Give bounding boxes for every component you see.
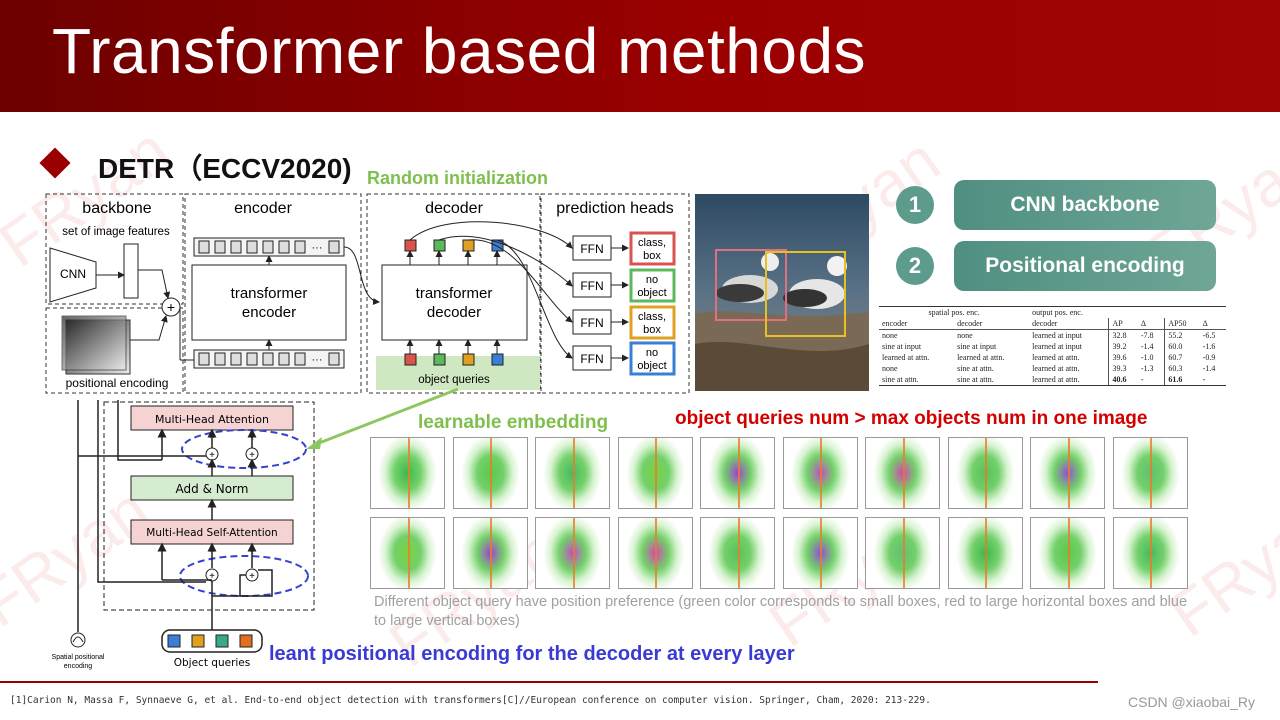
leant-pos-label: leant positional encoding for the decode… xyxy=(269,643,795,666)
output-label: object xyxy=(637,360,666,372)
credit: CSDN @xiaobai_Ry xyxy=(1128,694,1255,710)
prediction-heads-label: prediction heads xyxy=(556,200,673,217)
query-scatter-plot xyxy=(453,437,528,509)
query-scatter-plot xyxy=(783,517,858,589)
svg-text:+: + xyxy=(209,450,215,461)
section-title: DETR（ECCV2020) xyxy=(98,147,352,187)
transformer-decoder-label: transformer xyxy=(416,285,493,302)
query-scatter-plot xyxy=(1030,437,1105,509)
query-scatter-plot xyxy=(948,517,1023,589)
query-scatter-plot xyxy=(618,517,693,589)
detr-architecture-diagram: backbone set of image features CNN + pos… xyxy=(44,190,694,395)
plots-caption: Different object query have position pre… xyxy=(374,593,1194,631)
table-header: Δ xyxy=(1138,318,1165,330)
table-header: AP50 xyxy=(1165,318,1200,330)
output-label: no xyxy=(646,347,658,359)
ablation-table: spatial pos. enc. output pos. enc. encod… xyxy=(879,307,1226,385)
query-scatter-plot xyxy=(700,437,775,509)
spatial-pos-label: Spatial positional xyxy=(52,654,105,661)
table-header: output pos. enc. xyxy=(1029,307,1109,318)
bullet-diamond-icon xyxy=(39,147,70,178)
output-label: no xyxy=(646,274,658,286)
random-init-label: Random initialization xyxy=(367,168,548,189)
decoder-label: decoder xyxy=(425,200,483,217)
query-scatter-plot xyxy=(865,517,940,589)
query-scatter-plot xyxy=(1113,517,1188,589)
backbone-label: backbone xyxy=(82,200,151,217)
step-number-badge: 2 xyxy=(896,247,934,285)
decoder-layer-diagram: Multi-Head Attention V K Q + + Add & Nor… xyxy=(40,400,320,675)
output-label: box xyxy=(643,324,661,336)
output-label: box xyxy=(643,250,661,262)
transformer-encoder-label: transformer xyxy=(231,285,308,302)
query-scatter-plot xyxy=(370,437,445,509)
query-scatter-plot xyxy=(948,437,1023,509)
add-norm-label: Add & Norm xyxy=(176,482,249,496)
encoder-label: encoder xyxy=(234,200,292,217)
mha-label: Multi-Head Attention xyxy=(155,413,269,426)
birds-detection-photo xyxy=(695,194,869,391)
transformer-encoder-label: encoder xyxy=(242,304,296,321)
query-scatter-plot xyxy=(1030,517,1105,589)
queries-note: object queries num > max objects num in … xyxy=(675,408,1147,430)
object-queries-caption: Object queries xyxy=(174,657,250,669)
query-scatter-plot xyxy=(783,437,858,509)
set-features-label: set of image features xyxy=(62,226,170,238)
output-label: class, xyxy=(638,237,666,249)
table-header: decoder xyxy=(954,318,1029,330)
learnable-embedding-label: learnable embedding xyxy=(418,412,608,434)
svg-text:+: + xyxy=(167,299,175,315)
footer-rule xyxy=(0,681,1098,683)
query-scatter-plot xyxy=(700,517,775,589)
query-scatter-plot xyxy=(618,437,693,509)
output-label: object xyxy=(637,287,666,299)
transformer-decoder-label: decoder xyxy=(427,304,481,321)
query-scatter-plot xyxy=(1113,437,1188,509)
cnn-label: CNN xyxy=(60,267,86,281)
pos-enc-label: positional encoding xyxy=(66,376,169,390)
ellipsis: ··· xyxy=(312,242,323,254)
ffn-label: FFN xyxy=(580,242,603,256)
reference: [1]Carion N, Massa F, Synnaeve G, et al.… xyxy=(10,695,931,706)
spatial-pos-label: encoding xyxy=(64,663,93,670)
query-scatter-plot xyxy=(370,517,445,589)
ablation-table-wrap: spatial pos. enc. output pos. enc. encod… xyxy=(879,306,1226,386)
ffn-label: FFN xyxy=(580,316,603,330)
table-header: decoder xyxy=(1029,318,1109,330)
mhsa-label: Multi-Head Self-Attention xyxy=(146,527,277,539)
query-scatter-plot xyxy=(535,517,610,589)
ffn-label: FFN xyxy=(580,352,603,366)
query-scatter-plot xyxy=(535,437,610,509)
ellipsis: ··· xyxy=(312,354,323,366)
table-header: spatial pos. enc. xyxy=(879,307,1029,318)
positional-encoding-pill: Positional encoding xyxy=(954,241,1216,291)
query-scatter-plot xyxy=(865,437,940,509)
table-header: Δ xyxy=(1200,318,1226,330)
table-header: AP xyxy=(1109,318,1138,330)
svg-text:+: + xyxy=(249,571,255,582)
table-header: encoder xyxy=(879,318,954,330)
table-row: learned at attn.learned at attn.learned … xyxy=(879,352,1226,363)
ffn-label: FFN xyxy=(580,279,603,293)
step-number-badge: 1 xyxy=(896,186,934,224)
slide-title: Transformer based methods xyxy=(52,14,866,88)
table-row: sine at attn.sine at attn.learned at att… xyxy=(879,374,1226,385)
svg-text:+: + xyxy=(249,450,255,461)
output-label: class, xyxy=(638,311,666,323)
query-scatter-plot xyxy=(453,517,528,589)
cnn-backbone-pill: CNN backbone xyxy=(954,180,1216,230)
